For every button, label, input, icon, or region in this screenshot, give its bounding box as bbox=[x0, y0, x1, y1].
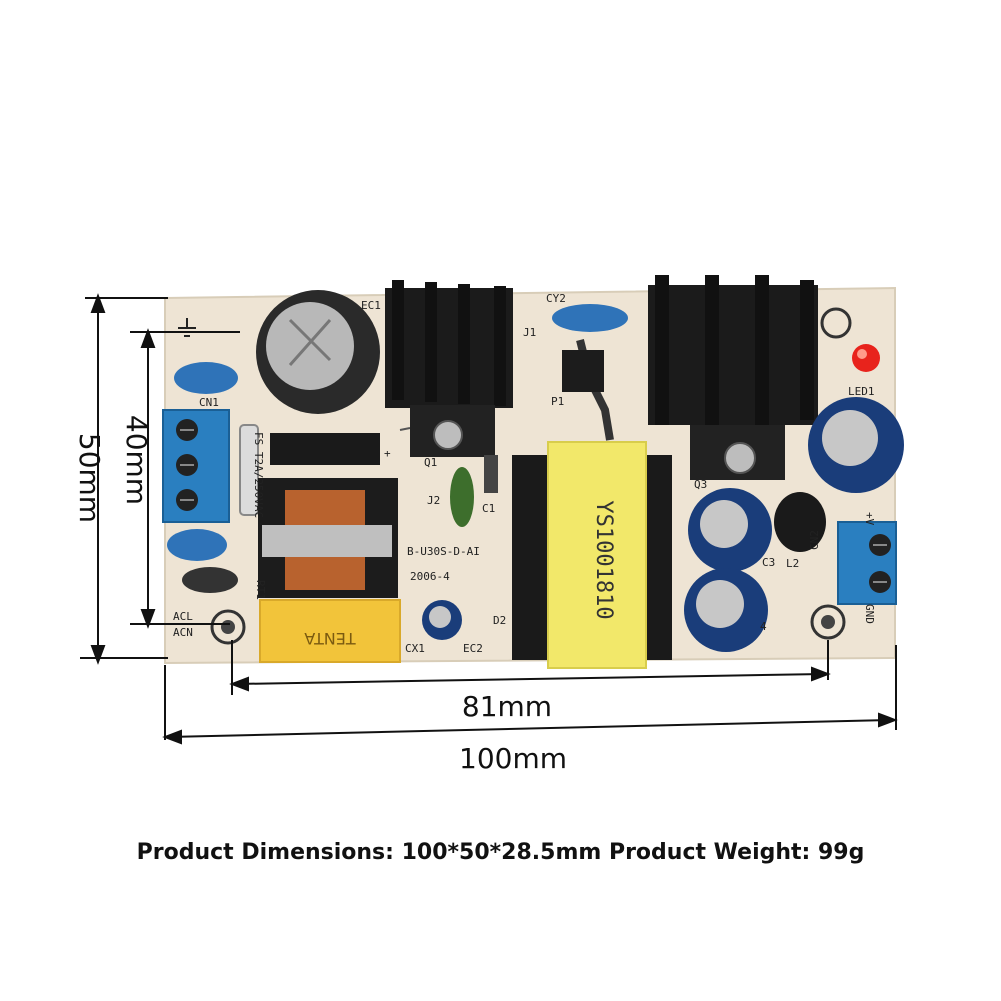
capacitor-c1 bbox=[450, 467, 474, 527]
label-ec1: EC1 bbox=[361, 299, 381, 312]
input-terminal-cn1 bbox=[162, 409, 230, 523]
y-capacitor-cy1 bbox=[174, 362, 238, 394]
label-ec2: EC2 bbox=[463, 642, 483, 655]
label-acl: ACL bbox=[173, 610, 193, 623]
small-capacitor-ec2 bbox=[422, 600, 462, 640]
bridge-rectifier bbox=[270, 433, 380, 465]
label-date: 2006-4 bbox=[410, 570, 450, 583]
transformer-label: YS1001810 bbox=[591, 500, 616, 619]
label-q1: Q1 bbox=[424, 456, 437, 469]
output-capacitor-large bbox=[808, 397, 904, 493]
label-p1: P1 bbox=[551, 395, 564, 408]
label-j1: J1 bbox=[523, 326, 536, 339]
output-terminal-cn2 bbox=[837, 521, 897, 605]
label-cn2: CN2 bbox=[808, 530, 821, 550]
y-capacitor-cy3 bbox=[167, 529, 227, 561]
heatsink-q3 bbox=[648, 275, 818, 480]
label-acn: ACN bbox=[173, 626, 193, 639]
dimension-height-outer: 50mm bbox=[73, 433, 106, 523]
x-capacitor: TENTA bbox=[259, 599, 401, 663]
label-l2: L2 bbox=[786, 557, 799, 570]
led-indicator bbox=[852, 344, 880, 372]
label-gnd: GND bbox=[863, 604, 876, 624]
label-plus: + bbox=[384, 447, 391, 460]
thermistor-rt1 bbox=[182, 567, 238, 593]
product-caption: Product Dimensions: 100*50*28.5mm Produc… bbox=[136, 840, 865, 865]
label-led1: LED1 bbox=[848, 385, 875, 398]
output-capacitor-c4 bbox=[684, 568, 768, 652]
dimension-width-inner: 81mm bbox=[462, 690, 552, 723]
inductor-l2 bbox=[774, 492, 826, 552]
label-q3: Q3 bbox=[694, 478, 707, 491]
dimension-width-outer: 100mm bbox=[459, 742, 567, 775]
label-j2: J2 bbox=[427, 494, 440, 507]
heatsink-q1 bbox=[385, 280, 513, 457]
optocoupler-p1 bbox=[562, 350, 604, 392]
label-cy2: CY2 bbox=[546, 292, 566, 305]
dimension-height-inner: 40mm bbox=[120, 415, 153, 505]
label-rt1: RT1 bbox=[254, 580, 267, 600]
diode bbox=[484, 455, 498, 493]
label-cx1: CX1 bbox=[405, 642, 425, 655]
label-model: B-U30S-D-AI bbox=[407, 545, 480, 558]
x-capacitor-brand: TENTA bbox=[304, 629, 356, 648]
label-cn1: CN1 bbox=[199, 396, 219, 409]
label-c1: C1 bbox=[482, 502, 495, 515]
label-c3: C3 bbox=[762, 556, 775, 569]
label-plus-v: +V bbox=[863, 512, 876, 526]
label-fuse: FS T2A/250VAC bbox=[252, 432, 265, 518]
dimension-lines bbox=[80, 293, 898, 745]
transformer: YS1001810 bbox=[512, 441, 672, 669]
y-capacitor-cy2 bbox=[552, 304, 628, 332]
label-d2: D2 bbox=[493, 614, 506, 627]
bulk-capacitor-ec1 bbox=[256, 290, 380, 414]
fuse bbox=[239, 424, 259, 516]
output-capacitor-c3 bbox=[688, 488, 772, 572]
common-mode-choke bbox=[258, 478, 398, 598]
label-c4: 4 bbox=[760, 620, 767, 633]
